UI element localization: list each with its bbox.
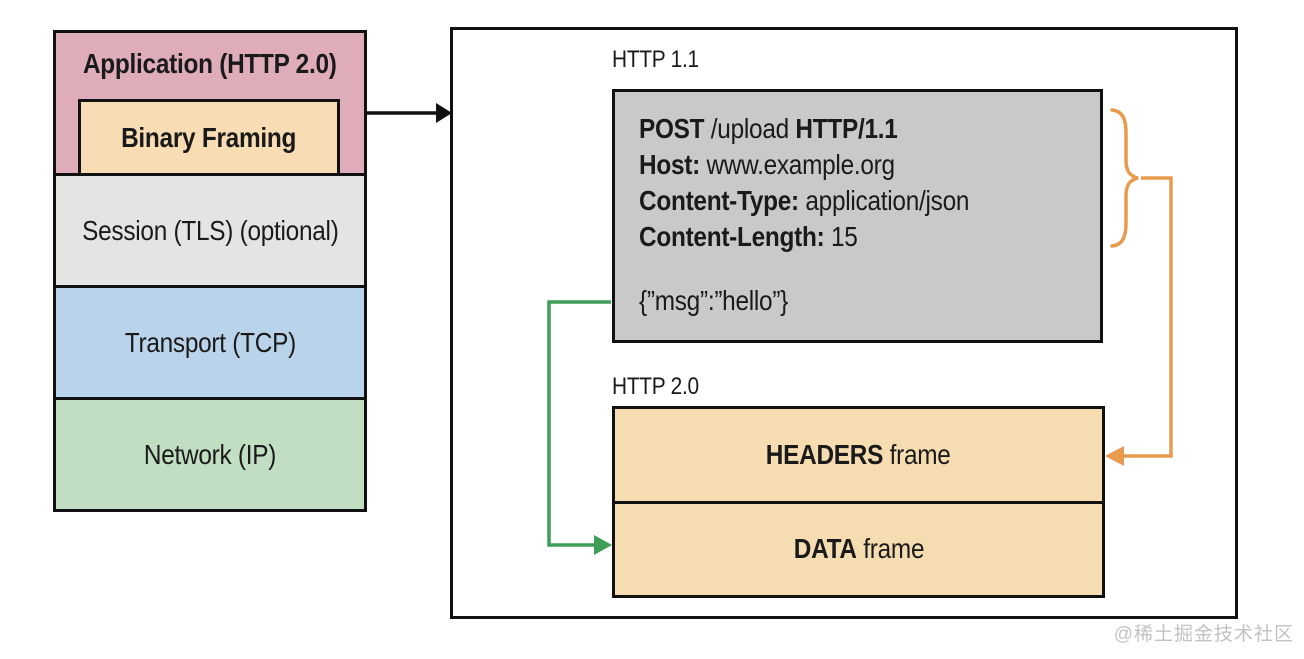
layer-transport-text: Transport (TCP) xyxy=(124,326,296,358)
request-path: /upload xyxy=(704,113,796,144)
headers-frame-name: HEADERS xyxy=(766,438,884,470)
layer-transport: Transport (TCP) xyxy=(56,285,364,397)
layer-binary-framing-text: Binary Framing xyxy=(121,121,297,153)
headers-frame-suffix: frame xyxy=(883,438,951,470)
layer-application-text: Application (HTTP 2.0) xyxy=(83,48,337,79)
layer-session-text: Session (TLS) (optional) xyxy=(81,214,339,246)
request-blank-line xyxy=(639,255,1090,283)
watermark: @稀土掘金技术社区 xyxy=(1113,624,1294,645)
protocol-stack: Application (HTTP 2.0) Binary Framing Se… xyxy=(53,30,367,512)
layer-application: Application (HTTP 2.0) Binary Framing xyxy=(56,33,364,173)
data-frame: DATA frame xyxy=(615,500,1102,595)
request-line-content-length: Content-Length: 15 xyxy=(639,219,1031,255)
framing-panel: HTTP 1.1 POST /upload HTTP/1.1 Host: www… xyxy=(450,27,1238,619)
headers-frame: HEADERS frame xyxy=(615,409,1102,501)
request-body: {”msg”:”hello”} xyxy=(639,285,789,316)
layer-binary-framing: Binary Framing xyxy=(78,99,340,173)
request-line-host: Host: www.example.org xyxy=(639,147,1031,183)
data-frame-name: DATA xyxy=(793,533,857,565)
http11-request-box: POST /upload HTTP/1.1 Host: www.example.… xyxy=(612,89,1103,343)
request-line-content-type: Content-Type: application/json xyxy=(639,183,1031,219)
layer-session: Session (TLS) (optional) xyxy=(56,173,364,285)
layer-network-text: Network (IP) xyxy=(143,438,277,470)
request-method: POST xyxy=(639,113,705,144)
content-length-key: Content-Length: xyxy=(639,221,825,252)
http11-label: HTTP 1.1 xyxy=(612,46,699,73)
layer-network: Network (IP) xyxy=(56,397,364,509)
data-frame-suffix: frame xyxy=(856,533,924,565)
layer-application-label: Application (HTTP 2.0) xyxy=(56,47,364,81)
http20-label: HTTP 2.0 xyxy=(612,373,699,400)
request-version: HTTP/1.1 xyxy=(795,113,898,144)
content-type-value: application/json xyxy=(798,185,970,216)
content-type-key: Content-Type: xyxy=(639,185,799,216)
data-frame-text: DATA frame xyxy=(793,533,924,565)
host-header-key: Host: xyxy=(639,149,700,180)
http20-frames-box: HEADERS frame DATA frame xyxy=(612,406,1105,598)
host-header-value: www.example.org xyxy=(699,149,895,180)
content-length-value: 15 xyxy=(824,221,858,252)
headers-frame-text: HEADERS frame xyxy=(766,439,951,471)
request-line-request: POST /upload HTTP/1.1 xyxy=(639,111,1031,147)
